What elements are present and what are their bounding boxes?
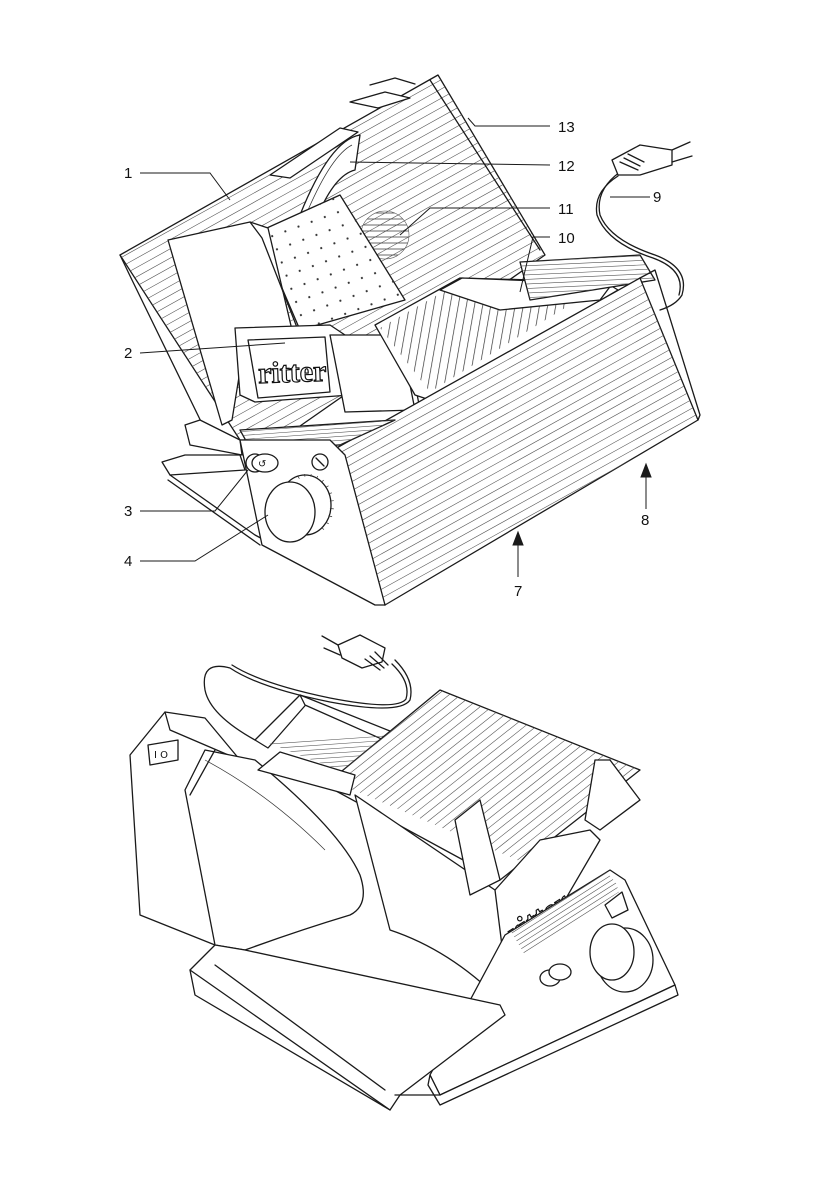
hatch-line <box>630 813 750 908</box>
hatch-line <box>638 816 758 911</box>
callout-13: 13 <box>558 119 575 136</box>
callout-4: 4 <box>124 553 132 570</box>
power-cable-rear <box>204 635 411 740</box>
callout-12: 12 <box>558 158 575 175</box>
hatch-line <box>434 546 764 729</box>
callout-1: 1 <box>124 165 132 182</box>
callout-10: 10 <box>558 230 575 247</box>
callout-2: 2 <box>124 345 132 362</box>
power-switch-symbol: I O <box>154 750 168 761</box>
slicer-rear-view: I O ritter <box>130 635 758 1110</box>
plug-top <box>612 145 672 175</box>
callout-8: 8 <box>641 512 649 529</box>
hatch-line <box>428 531 758 714</box>
callout-7: 7 <box>514 583 522 600</box>
speed-switch-symbol: ↺ <box>258 459 266 470</box>
hatch-line <box>623 810 743 905</box>
brand-logo-top: ritter <box>258 355 327 390</box>
callout-9: 9 <box>653 189 661 206</box>
hatch-line <box>431 538 761 721</box>
callout-3: 3 <box>124 503 132 520</box>
callout-11: 11 <box>558 201 574 218</box>
hatch-line <box>615 807 735 902</box>
slicer-front-view: ritter <box>100 60 785 779</box>
